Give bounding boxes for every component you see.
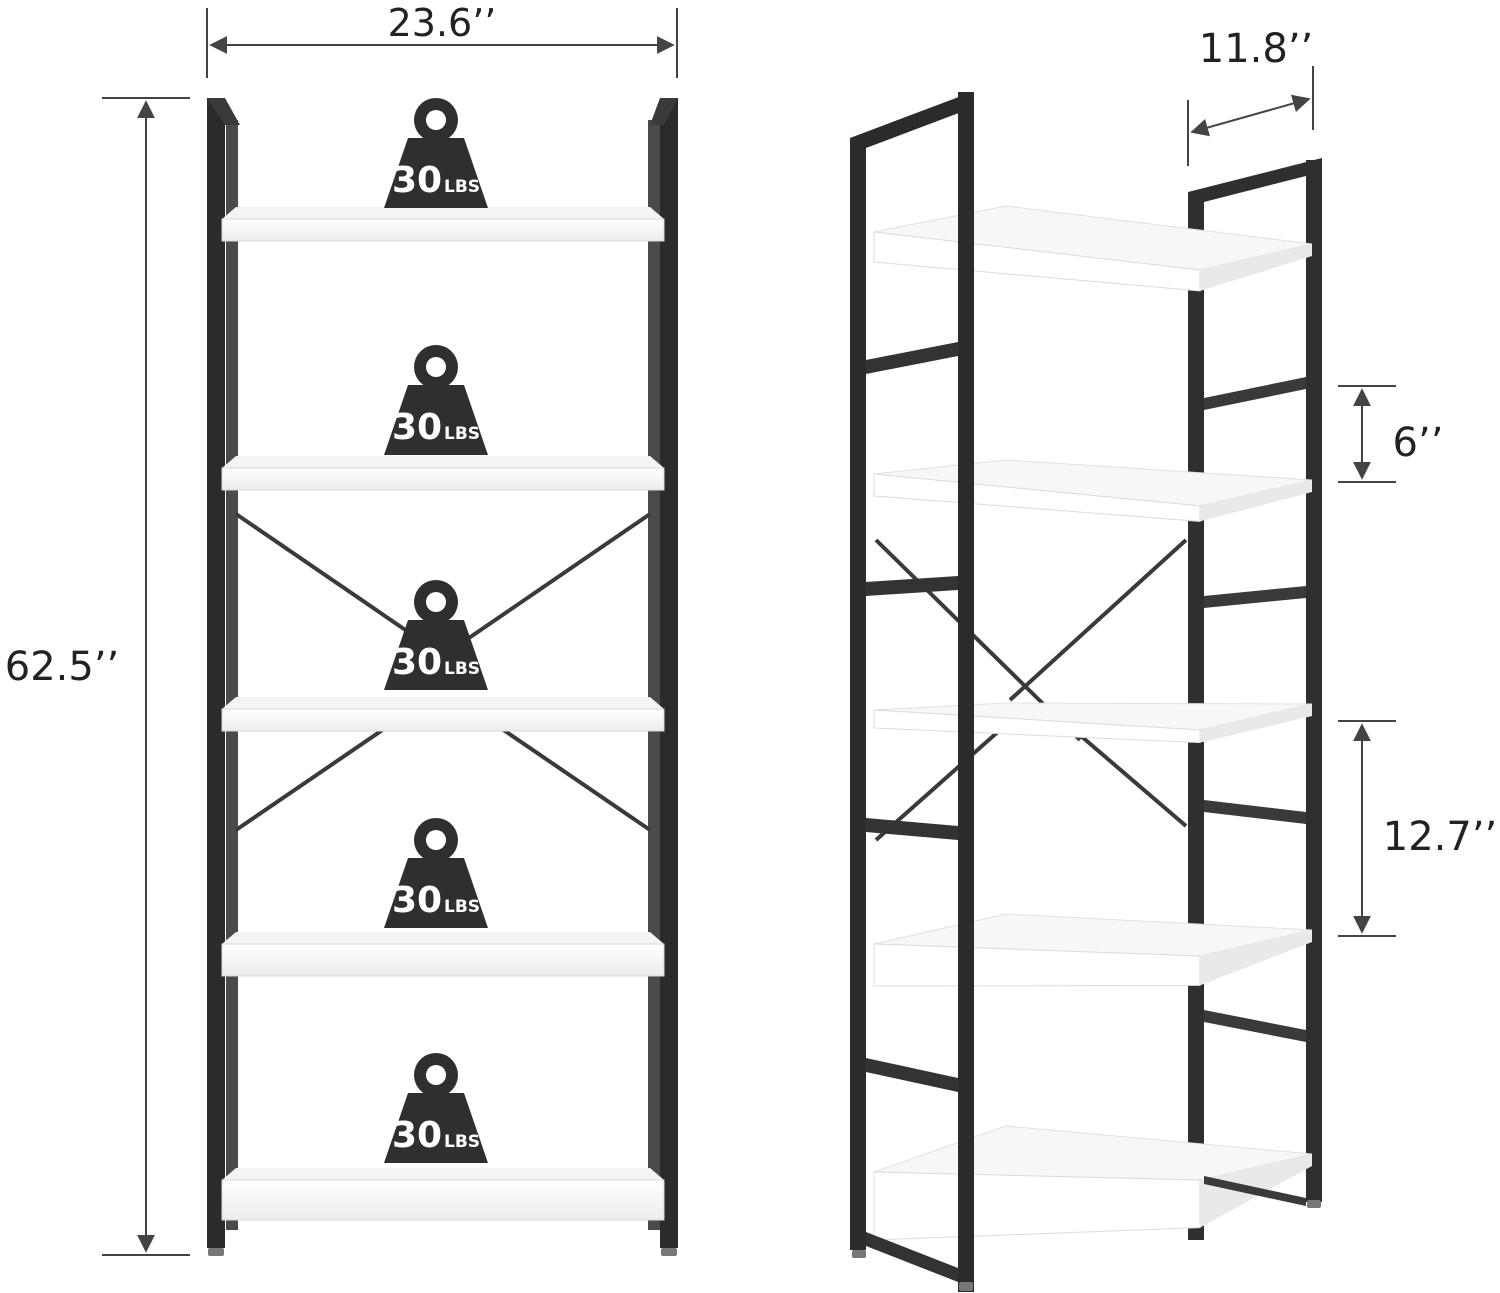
side-shelf [873, 459, 1313, 522]
front-left-back-post [226, 120, 238, 1230]
perspective-view [850, 92, 1322, 1292]
weight-value: 30 [392, 160, 442, 201]
side-shelf [873, 205, 1313, 292]
side-shelf [873, 1125, 1313, 1241]
front-rungs [866, 342, 958, 1282]
front-left-foot [208, 1248, 224, 1256]
small-gap-label: 6’’ [1393, 420, 1444, 466]
back-frame [1188, 158, 1322, 1240]
weight-unit: LBS [444, 659, 480, 679]
width-label: 23.6’’ [388, 1, 497, 45]
weight-value: 30 [392, 642, 442, 683]
front-shelf [221, 697, 665, 732]
height-label: 62.5’’ [5, 644, 120, 690]
side-foot-3 [1307, 1200, 1321, 1208]
front-shelf [221, 1168, 665, 1221]
weight-unit: LBS [444, 897, 480, 917]
weight-unit: LBS [444, 424, 480, 444]
large-gap-label: 12.7’’ [1383, 814, 1498, 860]
side-foot-1 [852, 1250, 866, 1258]
front-shelf [221, 456, 665, 491]
side-shelf [873, 913, 1313, 987]
side-foot-2 [959, 1282, 973, 1291]
front-cross-braces [234, 512, 652, 832]
front-right-post [660, 98, 678, 1248]
weight-value: 30 [392, 880, 442, 921]
depth-label: 11.8’’ [1199, 26, 1314, 72]
weight-unit: LBS [444, 1132, 480, 1152]
weight-value: 30 [392, 1115, 442, 1156]
front-shelves [221, 207, 665, 1221]
back-bottom-rung [1204, 1176, 1306, 1206]
side-shelf [873, 702, 1313, 744]
front-right-back-post [648, 120, 660, 1230]
front-shelf [221, 932, 665, 977]
side-shelves [873, 205, 1313, 1241]
front-frame [850, 92, 974, 1292]
back-rungs [1204, 377, 1306, 1042]
front-right-foot [661, 1248, 677, 1256]
front-shelf [221, 207, 665, 242]
weight-unit: LBS [444, 177, 480, 197]
front-left-post [207, 98, 225, 1248]
weight-value: 30 [392, 407, 442, 448]
dimension-lines [102, 8, 1396, 1256]
